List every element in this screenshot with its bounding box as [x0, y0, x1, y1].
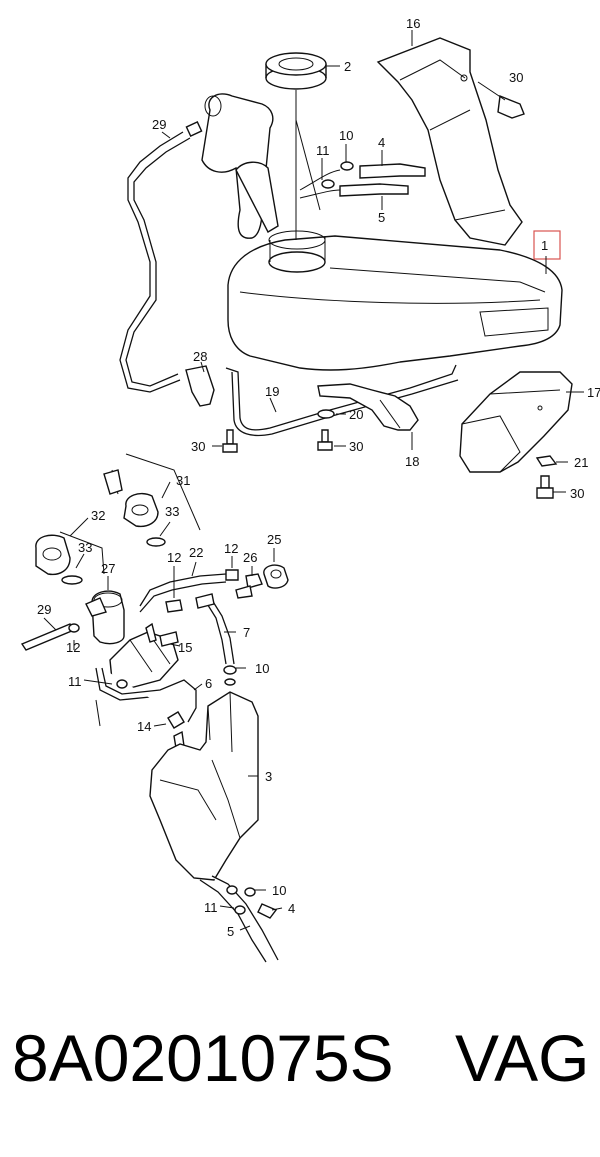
callout-22: 22: [189, 545, 203, 560]
heat-shield-16: [376, 37, 523, 246]
callout-19: 19: [265, 384, 279, 399]
callout-10-b: 10: [255, 661, 269, 676]
leader-lines-upper: [161, 30, 584, 493]
container-3: [149, 691, 259, 881]
part-31-group: [103, 453, 201, 547]
callout-28: 28: [193, 349, 207, 364]
bracket-18: [317, 383, 419, 431]
callout-10-a: 10: [339, 128, 353, 143]
filter-27: [85, 590, 125, 645]
callout-26: 26: [243, 550, 257, 565]
callout-12-a: 12: [167, 550, 181, 565]
callout-31: 31: [176, 473, 190, 488]
bolt-30-b: [222, 429, 238, 453]
clip-10-lower: [223, 665, 237, 686]
callout-30-b: 30: [191, 439, 205, 454]
clip-12-26-25: [225, 564, 289, 599]
clip-28: [185, 365, 215, 407]
callout-18: 18: [405, 454, 419, 469]
pipe-29-lower: [20, 623, 80, 651]
callout-29-b: 29: [37, 602, 51, 617]
callout-30-d: 30: [570, 486, 584, 501]
fitting-14: [167, 711, 185, 749]
hose-6: [95, 667, 197, 727]
callout-33-a: 33: [165, 504, 179, 519]
vent-hose-29: [119, 121, 203, 393]
callout-30-c: 30: [349, 439, 363, 454]
callout-27: 27: [101, 561, 115, 576]
bolt-30-c: [317, 429, 333, 451]
callout-11-c: 11: [204, 900, 218, 915]
callout-16: 16: [406, 16, 420, 31]
bolt-30-d: [536, 475, 554, 499]
callout-20: 20: [349, 407, 363, 422]
hose-22: [139, 573, 227, 613]
highlight-box: [533, 230, 561, 260]
pipe-connector-4-5-lower: [199, 875, 279, 963]
callout-5-a: 5: [378, 210, 385, 225]
callout-4-b: 4: [288, 901, 295, 916]
fuel-tank: [227, 230, 563, 371]
fuel-tank-exploded-diagram: 16 2 30 29 10 11 4 5 1 28 19 20 30 30 18…: [20, 16, 600, 963]
callout-17: 17: [587, 385, 600, 400]
callout-30-a: 30: [509, 70, 523, 85]
clip-21: [535, 455, 558, 467]
callout-32: 32: [91, 508, 105, 523]
callout-7: 7: [243, 625, 250, 640]
brand-label: VAG: [455, 1021, 590, 1095]
callout-10-c: 10: [272, 883, 286, 898]
hose-7: [165, 593, 235, 665]
callout-12-b: 12: [224, 541, 238, 556]
bolt-30-a: [477, 81, 525, 119]
filler-cap: [265, 52, 327, 240]
callout-2: 2: [344, 59, 351, 74]
callout-14: 14: [137, 719, 151, 734]
callout-11-a: 11: [316, 143, 330, 158]
callout-33-b: 33: [78, 540, 92, 555]
callout-29-a: 29: [152, 117, 166, 132]
callout-15: 15: [178, 640, 192, 655]
callout-12-c: 12: [66, 640, 80, 655]
callout-21: 21: [574, 455, 588, 470]
pipe-connector-4-5-upper: [299, 161, 426, 199]
callout-1: 1: [541, 238, 548, 253]
heat-shield-17: [459, 371, 573, 473]
part-32-group: [35, 531, 105, 585]
tank-strap-19: [225, 364, 459, 437]
callout-25: 25: [267, 532, 281, 547]
callout-4-a: 4: [378, 135, 385, 150]
callout-3: 3: [265, 769, 272, 784]
filler-neck: [201, 93, 321, 239]
leader-lines-lower: [43, 481, 283, 931]
callout-5-b: 5: [227, 924, 234, 939]
callout-6: 6: [205, 676, 212, 691]
washer-20: [317, 409, 335, 419]
part-number: 8A0201075S: [12, 1021, 394, 1095]
callout-11-b: 11: [68, 674, 82, 689]
